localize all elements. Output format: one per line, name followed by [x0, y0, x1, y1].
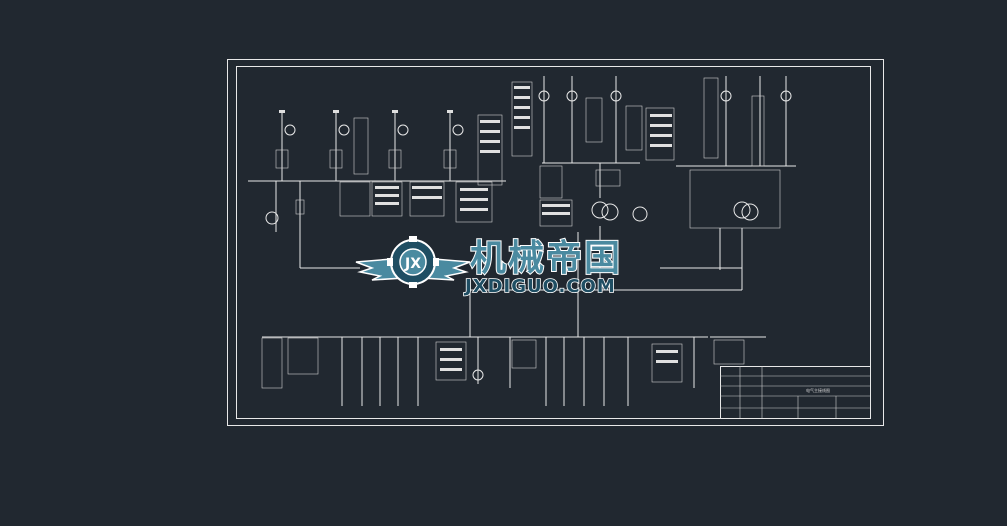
upper-busbar: [248, 162, 796, 182]
sheet-outer-border: [227, 59, 884, 426]
lower-feeders: [261, 337, 745, 406]
watermark-domain: JXDIGUO.COM: [463, 276, 616, 297]
watermark-logo: JX 机械帝国 JXDIGUO.COM: [355, 236, 622, 298]
drawing-name-text: 电气主接线图: [806, 387, 830, 393]
tie-lines: [299, 238, 742, 337]
watermark-title: 机械帝国: [470, 238, 622, 279]
gear-icon: [387, 236, 439, 288]
emblem-letters: JX: [404, 256, 421, 272]
title-block: 电气主接线图: [720, 366, 871, 419]
upper-right-feeders: [689, 76, 792, 290]
upper-left-feeders: [265, 110, 503, 238]
sheet-inner-border: [236, 66, 871, 419]
upper-middle-feeders: [511, 76, 675, 290]
